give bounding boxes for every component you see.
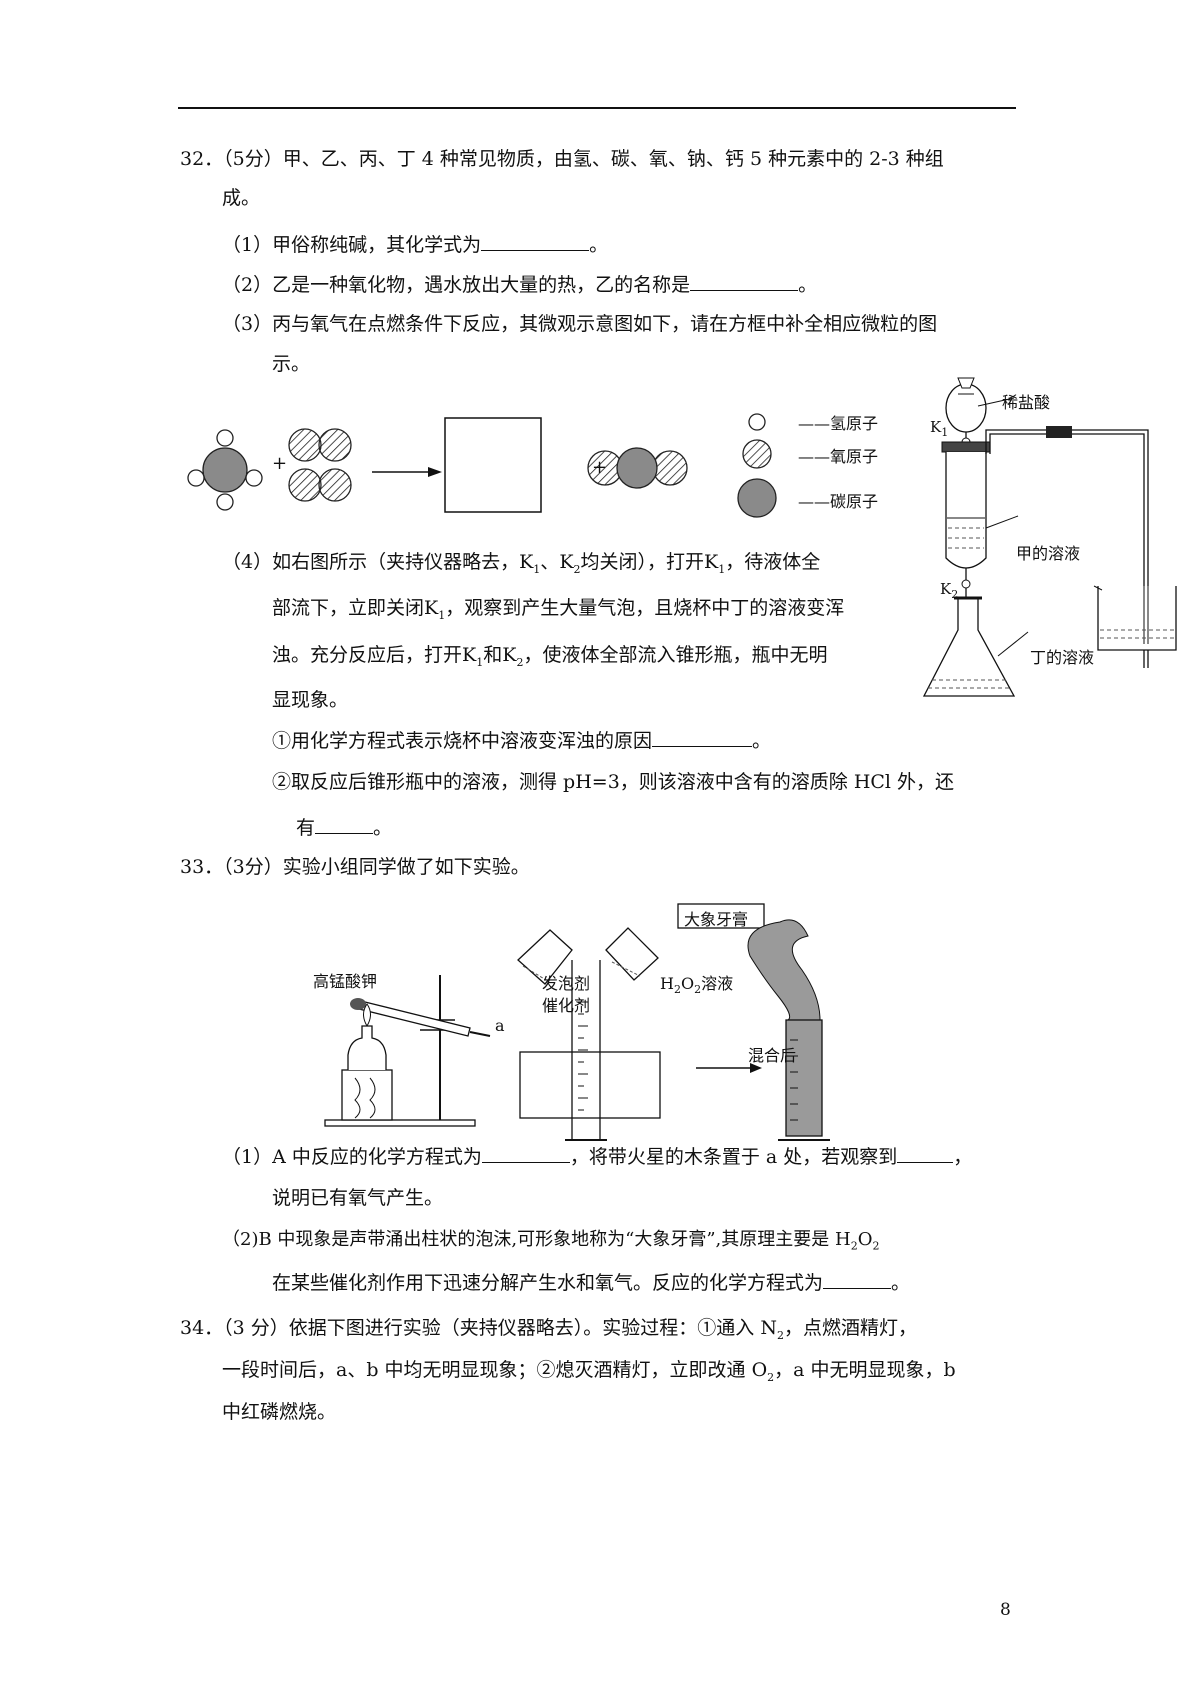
q32-part4-line4: 显现象。 — [272, 689, 349, 711]
q32-part4-line2: 部流下，立即关闭K1，观察到产生大量气泡，且烧杯中丁的溶液变浑 — [272, 597, 845, 622]
q32-sub2: ②取反应后锥形瓶中的溶液，测得 pH=3，则该溶液中含有的溶质除 HCl 外，还 — [272, 771, 955, 793]
header-rule — [178, 107, 1016, 109]
mix-arrow-head — [750, 1063, 762, 1073]
oxygen-molecules — [288, 428, 352, 502]
answer-blank[interactable] — [315, 815, 374, 834]
legend-oxygen-atom — [742, 439, 772, 469]
q32-part1: （1）甲俗称纯碱，其化学式为。 — [222, 232, 609, 256]
reaction-diagram — [187, 413, 777, 518]
q34-stem-line2: 一段时间后，a、b 中均无明显现象；②熄灭酒精灯，立即改通 O2，a 中无明显现… — [222, 1359, 956, 1384]
valve-k2-icon — [961, 579, 971, 589]
apparatus-b — [517, 927, 661, 1141]
label-h2o2-solution: H2O2溶液 — [660, 974, 734, 997]
q32-part4-line3: 浊。充分反应后，打开K1和K2，使液体全部流入锥形瓶，瓶中无明 — [272, 644, 828, 669]
legend-carbon-label: ——碳原子 — [798, 492, 879, 511]
label-jia-solution: 甲的溶液 — [1016, 544, 1081, 563]
q32-sub2-line2: 有。 — [296, 815, 393, 839]
q32-sub1: ①用化学方程式表示烧杯中溶液变浑浊的原因。 — [272, 728, 772, 752]
apparatus-diagram — [922, 377, 1177, 697]
answer-box[interactable] — [444, 417, 542, 513]
q32-part2: （2）乙是一种氧化物，遇水放出大量的热，乙的名称是。 — [222, 272, 818, 296]
q32-part3-line1: （3）丙与氧气在点燃条件下反应，其微观示意图如下，请在方框中补全相应微粒的图 — [222, 313, 938, 335]
legend-hydrogen-label: ——氢原子 — [798, 414, 879, 433]
experiment-diagram — [324, 903, 830, 1141]
q33-stem: 33．（3分）实验小组同学做了如下实验。 — [180, 856, 530, 878]
answer-blank[interactable] — [897, 1144, 954, 1163]
q32-part4-line1: （4）如右图所示（夹持仪器略去，K1、K2均关闭），打开K1，待液体全 — [222, 551, 821, 576]
label-k2: K2 — [940, 580, 959, 601]
q33-part1-line1: （1）A 中反应的化学方程式为，将带火星的木条置于 a 处，若观察到， — [222, 1144, 973, 1168]
answer-blank[interactable] — [481, 232, 590, 251]
q32-part3-line2: 示。 — [272, 353, 311, 375]
label-elephant-toothpaste: 大象牙膏 — [684, 910, 749, 929]
q33-part2-line2: 在某些催化剂作用下迅速分解产生水和氧气。反应的化学方程式为。 — [272, 1270, 911, 1294]
answer-blank[interactable] — [690, 272, 799, 291]
tube-clamp-icon — [1046, 426, 1072, 438]
q34-stem-line3: 中红磷燃烧。 — [222, 1401, 337, 1423]
label-k1: K1 — [930, 418, 949, 439]
q32-stem-line1: 32．（5分）甲、乙、丙、丁 4 种常见物质，由氢、碳、氧、钠、钙 5 种元素中… — [180, 148, 944, 170]
answer-blank[interactable] — [652, 728, 753, 747]
label-foaming-agent: 发泡剂 — [542, 974, 591, 993]
plus-sign: + — [272, 453, 288, 474]
plus-sign: + — [592, 457, 608, 478]
answer-blank[interactable] — [481, 1144, 570, 1163]
label-catalyst: 催化剂 — [542, 996, 591, 1015]
q34-stem-line1: 34．（3 分）依据下图进行实验（夹持仪器略去）。实验过程：①通入 N2，点燃酒… — [180, 1317, 917, 1342]
page-number: 8 — [1000, 1600, 1011, 1620]
methane-molecule — [187, 429, 263, 511]
label-after-mixing: 混合后 — [748, 1046, 797, 1065]
legend-hydrogen-atom — [748, 413, 766, 431]
reaction-arrow — [372, 467, 442, 477]
answer-blank[interactable] — [823, 1270, 892, 1289]
carbon-dioxide-molecule — [587, 447, 688, 489]
label-kmno4: 高锰酸钾 — [313, 972, 378, 991]
apparatus-a — [324, 975, 491, 1127]
apparatus-c — [677, 903, 830, 1141]
q33-part1-line2: 说明已有氧气产生。 — [272, 1187, 444, 1209]
label-ding-solution: 丁的溶液 — [1030, 648, 1095, 667]
legend-oxygen-label: ——氧原子 — [798, 447, 879, 466]
legend-carbon-atom — [737, 478, 777, 518]
label-point-a: a — [495, 1016, 505, 1035]
q33-part2-line1: （2)B 中现象是声带涌出柱状的泡沫,可形象地称为“大象牙膏”,其原理主要是 H… — [222, 1229, 880, 1253]
label-dilute-hcl: 稀盐酸 — [1002, 393, 1051, 412]
q32-stem-line2: 成。 — [222, 187, 261, 209]
